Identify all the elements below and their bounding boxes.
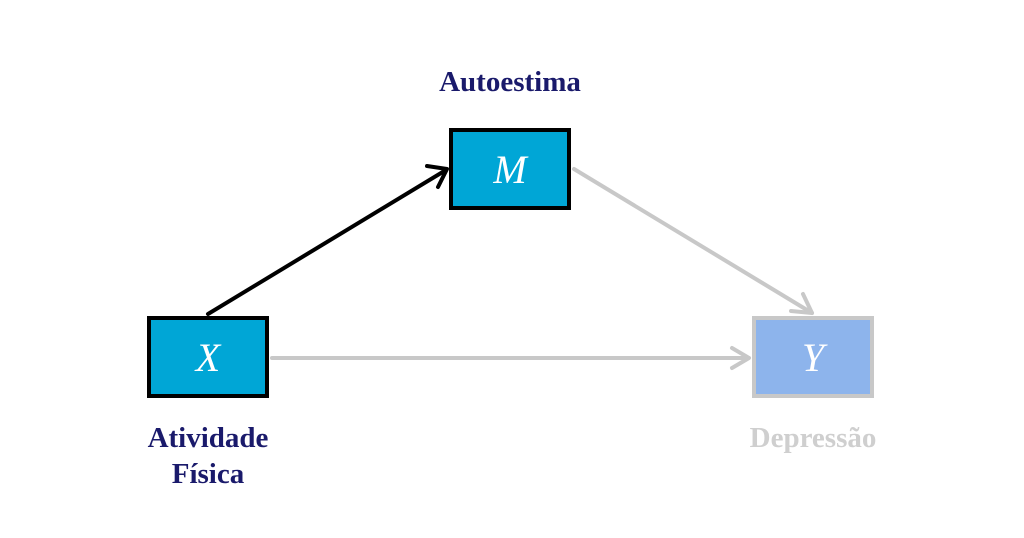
edge-x-to-m [206, 164, 449, 316]
label-dependent: Depressão [749, 422, 877, 454]
node-m-symbol: M [493, 146, 527, 192]
node-x-symbol: X [195, 334, 221, 380]
node-y-symbol: Y [801, 334, 825, 380]
label-mediator: Autoestima [439, 66, 581, 98]
edge-m-to-y [572, 167, 814, 315]
node-y: Y [752, 316, 874, 398]
label-independent: Atividade Física [100, 420, 316, 492]
node-m: M [449, 128, 571, 210]
edge-x-to-y [270, 346, 751, 370]
node-x: X [147, 316, 269, 398]
label-independent-line-2: Física [171, 458, 245, 490]
label-independent-line-1: Atividade [147, 422, 269, 454]
